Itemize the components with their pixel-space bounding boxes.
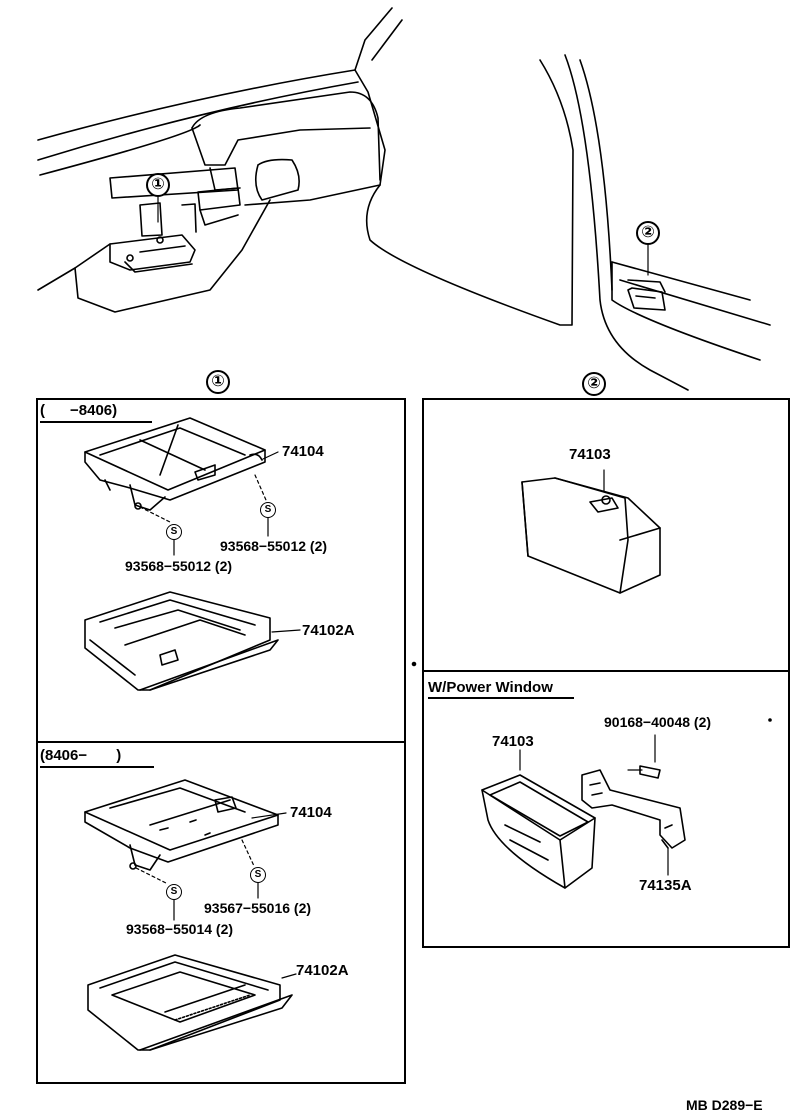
header-underline-2 [40, 766, 154, 768]
header-underline-3 [428, 697, 574, 699]
callout-1-overview: ① [146, 173, 170, 197]
header-power-window: W/Power Window [428, 679, 553, 696]
tray-74104-late [84, 779, 279, 871]
label-74102a-early: 74102A [302, 622, 355, 639]
ashtray-74103 [521, 477, 661, 594]
label-90168-40048: 90168−40048 (2) [604, 714, 712, 730]
header-after-8406: (8406− ) [40, 747, 122, 764]
callout-2-section: ② [582, 372, 606, 396]
ashtray-74103-power-window [481, 774, 596, 889]
label-93568-55012-right: 93568−55012 (2) [220, 538, 328, 554]
tray-74104-early [84, 417, 266, 511]
header-underline-1 [40, 421, 152, 423]
callout-2-overview: ② [636, 221, 660, 245]
label-74102a-late: 74102A [296, 962, 349, 979]
diagram-code: MB D289−E [686, 1097, 763, 1113]
callout-1-section: ① [206, 370, 230, 394]
label-74103: 74103 [569, 446, 611, 463]
bracket-74135a [581, 769, 686, 849]
header-before-8406: ( −8406) [40, 402, 118, 419]
label-93568-55014: 93568−55014 (2) [126, 921, 234, 937]
panel-right-divider [422, 670, 790, 672]
drawer-74102a-late [87, 954, 293, 1051]
label-74135a: 74135A [639, 877, 692, 894]
label-74104-late: 74104 [290, 804, 332, 821]
label-93568-55012-left: 93568−55012 (2) [125, 558, 233, 574]
label-74104-early: 74104 [282, 443, 324, 460]
screw-symbol-late-right: S [250, 867, 266, 883]
drawer-74102a-early [84, 591, 279, 691]
label-93567-55016: 93567−55016 (2) [204, 900, 312, 916]
door-illustration [564, 54, 771, 391]
label-74103-power-window: 74103 [492, 733, 534, 750]
panel-left-divider [36, 741, 406, 743]
dashboard-illustration [37, 7, 574, 326]
screw-symbol-late-left: S [166, 884, 182, 900]
panel-right [422, 398, 790, 948]
screw-symbol-early-right: S [260, 502, 276, 518]
screw-symbol-early-left: S [166, 524, 182, 540]
